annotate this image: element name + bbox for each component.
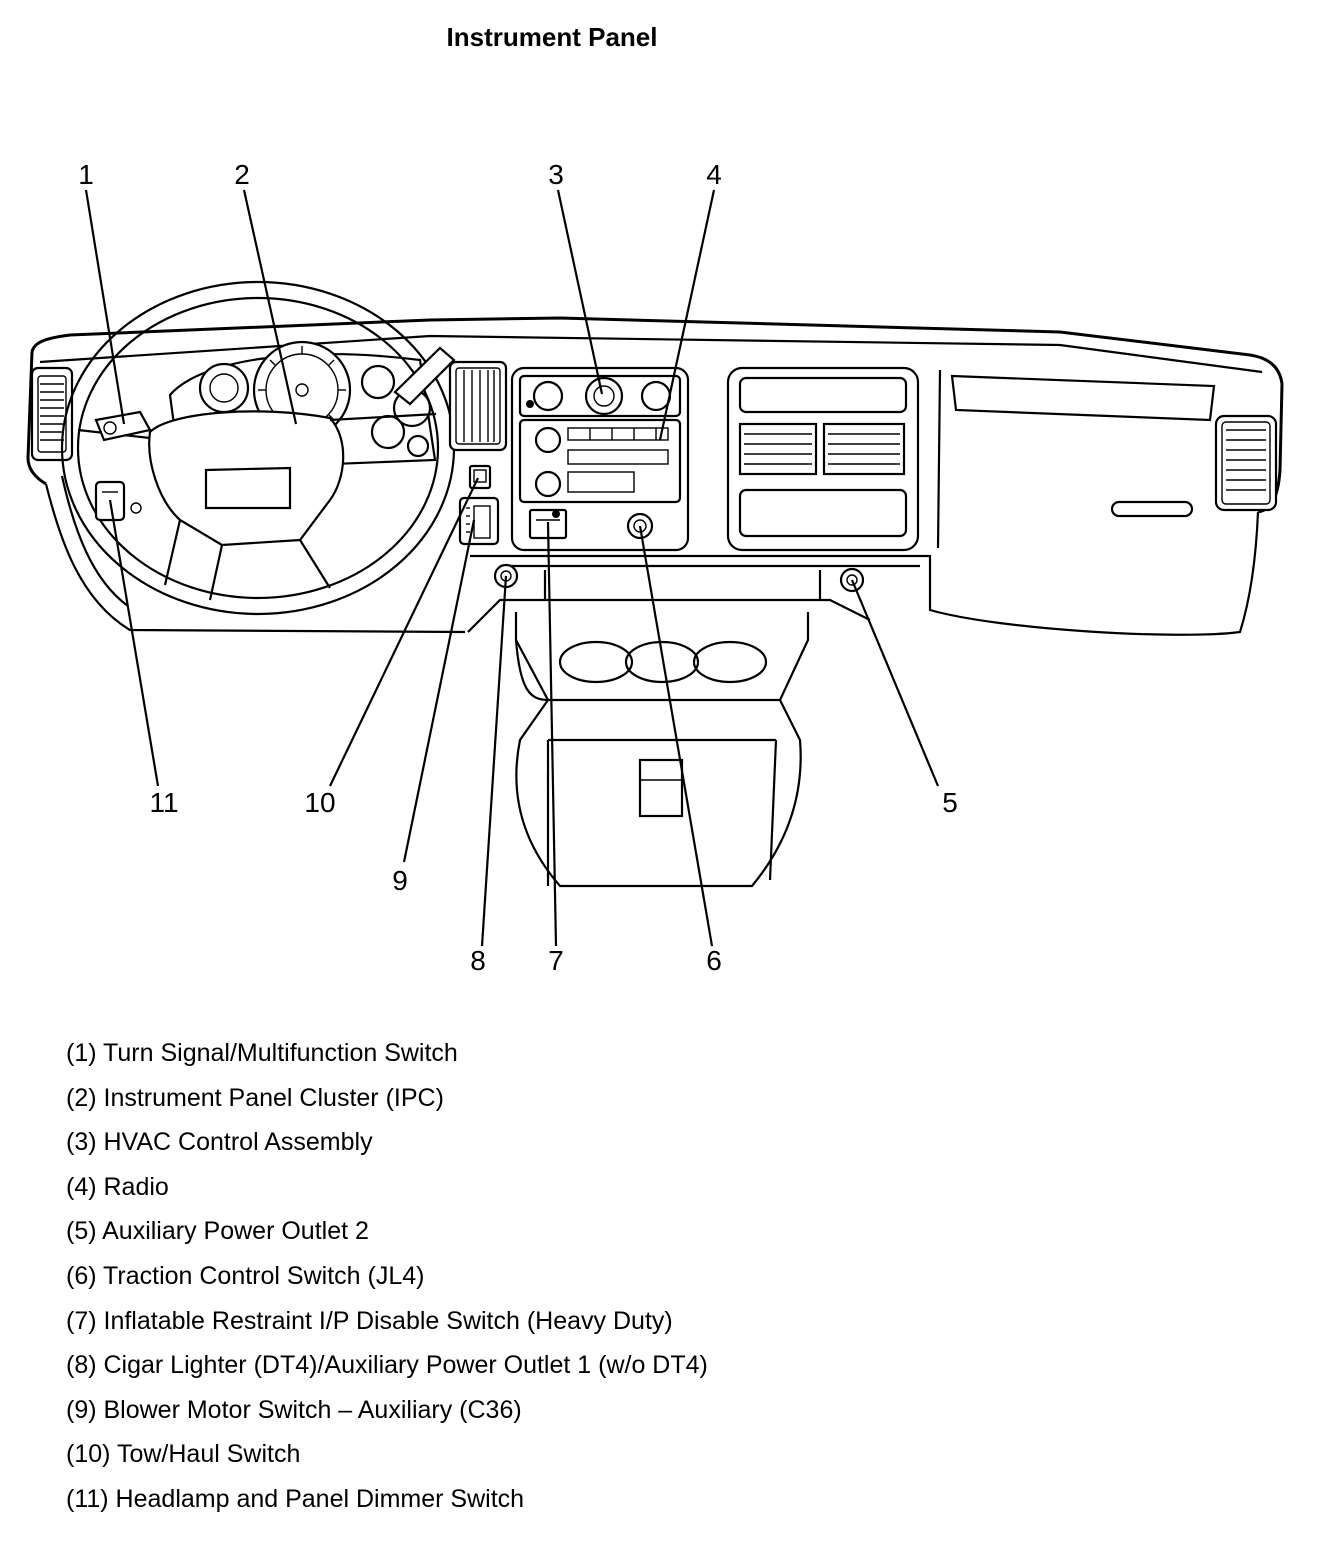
legend-item: (1) Turn Signal/Multifunction Switch: [66, 1039, 458, 1067]
legend-item: (11) Headlamp and Panel Dimmer Switch: [66, 1484, 525, 1513]
tow-haul-switch: [468, 464, 492, 490]
legend-item: (9) Blower Motor Switch – Auxiliary (C36…: [66, 1395, 522, 1424]
legend-list: (1) Turn Signal/Multifunction Switch (2)…: [66, 1033, 708, 1524]
leader-8: [480, 575, 508, 947]
center-stack: [510, 366, 690, 552]
center-air-vent: [448, 360, 508, 452]
leader-1: [84, 189, 126, 425]
callout-5: 5: [942, 787, 958, 818]
legend-item: (4) Radio: [66, 1172, 169, 1201]
steering-wheel: [60, 280, 456, 616]
right-center-panel: [726, 366, 920, 552]
right-air-vent: [1214, 414, 1278, 512]
glove-box: [950, 374, 1216, 518]
leader-6: [638, 525, 714, 947]
legend-item: (6) Traction Control Switch (JL4): [66, 1261, 425, 1290]
legend-item: (7) Inflatable Restraint I/P Disable Swi…: [66, 1306, 673, 1335]
legend-item: (5) Auxiliary Power Outlet 2: [66, 1217, 369, 1246]
leader-lines: [84, 189, 940, 947]
callout-7: 7: [548, 945, 564, 976]
callout-8: 8: [470, 945, 486, 976]
turn-signal-switch: [94, 346, 456, 442]
leader-10: [329, 477, 479, 787]
legend-item: (2) Instrument Panel Cluster (IPC): [66, 1083, 444, 1112]
legend-item: (3) HVAC Control Assembly: [66, 1128, 373, 1157]
leader-2: [242, 189, 298, 425]
callout-11: 11: [149, 787, 178, 818]
instrument-panel-diagram: 1 2 3 4 5 6 7 8 9 10 11: [26, 159, 1284, 976]
callout-9: 9: [392, 865, 408, 896]
hvac-control-assembly: [526, 376, 672, 416]
leader-5: [850, 579, 940, 787]
leader-11: [108, 499, 160, 787]
callout-2: 2: [234, 159, 250, 190]
radio: [518, 418, 682, 504]
leader-4: [658, 189, 716, 441]
callout-4: 4: [706, 159, 722, 190]
callout-3: 3: [548, 159, 564, 190]
page-title: Instrument Panel: [446, 22, 658, 52]
leader-7: [546, 521, 558, 947]
legend-item: (8) Cigar Lighter (DT4)/Auxiliary Power …: [66, 1351, 708, 1380]
leader-9: [402, 519, 476, 863]
leader-3: [556, 189, 604, 395]
center-console: [514, 612, 810, 888]
callout-10: 10: [304, 787, 335, 818]
callout-6: 6: [706, 945, 722, 976]
callout-1: 1: [78, 159, 94, 190]
legend-item: (10) Tow/Haul Switch: [66, 1440, 301, 1469]
